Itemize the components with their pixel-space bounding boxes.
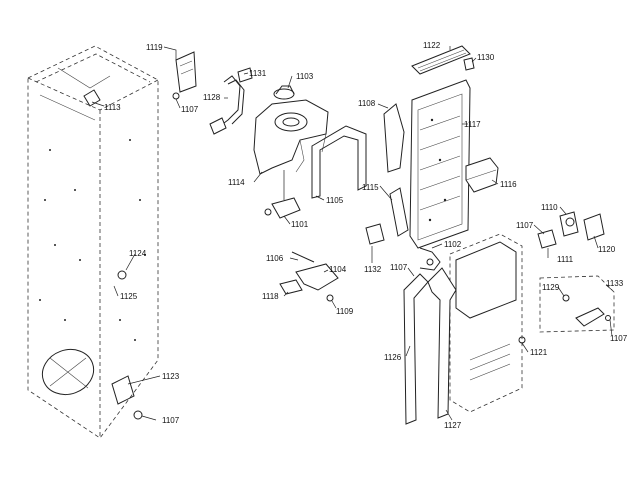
label-1133: 1133 (606, 279, 624, 288)
label-1123: 1123 (162, 372, 180, 381)
label-1111: 1111 (557, 255, 574, 264)
channel-1127 (427, 267, 457, 419)
label-1107-right: 1107 (516, 221, 534, 230)
evaporator-1117 (409, 45, 475, 249)
label-1110: 1110 (541, 203, 558, 212)
leader-lines (91, 46, 613, 421)
thermostat-1102 (419, 247, 441, 271)
label-1124: 1124 (129, 249, 147, 258)
label-1107-mid: 1107 (390, 263, 408, 272)
label-1127: 1127 (444, 421, 462, 430)
label-1104: 1104 (329, 265, 347, 274)
label-1113: 1113 (104, 103, 121, 112)
label-1132: 1132 (364, 265, 382, 274)
label-1116: 1116 (500, 180, 517, 189)
label-1106: 1106 (266, 254, 284, 263)
label-1128: 1128 (203, 93, 221, 102)
label-1125: 1125 (120, 292, 138, 301)
label-1119: 1119 (146, 43, 163, 52)
channel-1126 (403, 273, 429, 425)
label-1126: 1126 (384, 353, 402, 362)
connector-1110 (537, 211, 605, 249)
label-1130: 1130 (477, 53, 495, 62)
bracket-1116 (465, 157, 499, 193)
clip-1132 (365, 223, 385, 245)
cabinet-housing (27, 45, 159, 439)
label-1121: 1121 (530, 348, 548, 357)
fan-shroud-1114 (253, 99, 329, 175)
label-1131: 1131 (249, 69, 267, 78)
channel-1105 (311, 125, 367, 199)
assembly-1133 (539, 275, 615, 333)
fan-1103 (273, 85, 295, 100)
label-1101: 1101 (291, 220, 309, 229)
label-1115: 1115 (362, 183, 379, 192)
bracket-1104 (279, 251, 339, 302)
label-1109: 1109 (336, 307, 354, 316)
bracket-1119 (172, 51, 197, 100)
label-1114: 1114 (228, 178, 245, 187)
harness-1128 (209, 67, 253, 135)
label-1105: 1105 (326, 196, 344, 205)
label-1107-top: 1107 (181, 105, 199, 114)
label-1120: 1120 (598, 245, 616, 254)
label-1102: 1102 (444, 240, 462, 249)
label-1103: 1103 (296, 72, 314, 81)
label-1122: 1122 (423, 41, 441, 50)
label-1108: 1108 (358, 99, 376, 108)
duct-1121 (449, 233, 526, 413)
label-1118: 1118 (262, 292, 279, 301)
label-1107-group: 1107 (610, 334, 628, 343)
drain-1115 (389, 187, 409, 237)
label-1129: 1129 (542, 283, 560, 292)
motor-1101 (264, 170, 301, 219)
heater-1108 (383, 103, 405, 173)
label-1107-bottom: 1107 (162, 416, 180, 425)
label-1117: 1117 (464, 120, 481, 129)
